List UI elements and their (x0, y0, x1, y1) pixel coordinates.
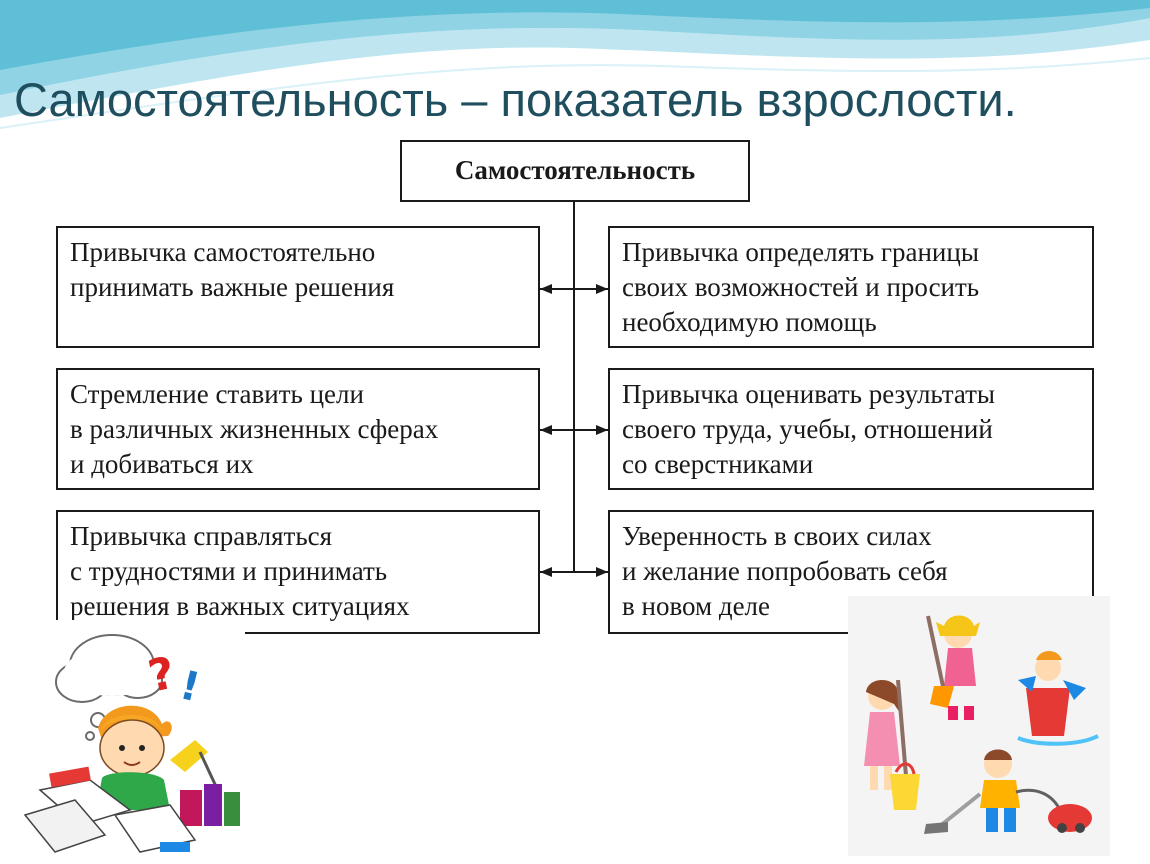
diagram-left-box-3: Привычка справляться с трудностями и при… (56, 510, 540, 634)
diagram-right-box-2: Привычка оценивать результаты своего тру… (608, 368, 1094, 490)
slide-title: Самостоятельность – показатель взрослост… (14, 73, 1017, 126)
diagram-left-box-1: Привычка самостоятельно принимать важные… (56, 226, 540, 348)
diagram-root-box: Самостоятельность (400, 140, 750, 202)
decorative-wave (0, 0, 1150, 129)
children-cleaning-illustration (848, 596, 1110, 856)
diagram-left-box-2: Стремление ставить цели в различных жизн… (56, 368, 540, 490)
boy-thinking-with-books-illustration: ? ! (20, 620, 245, 860)
diagram-right-box-1: Привычка определять границы своих возмож… (608, 226, 1094, 348)
